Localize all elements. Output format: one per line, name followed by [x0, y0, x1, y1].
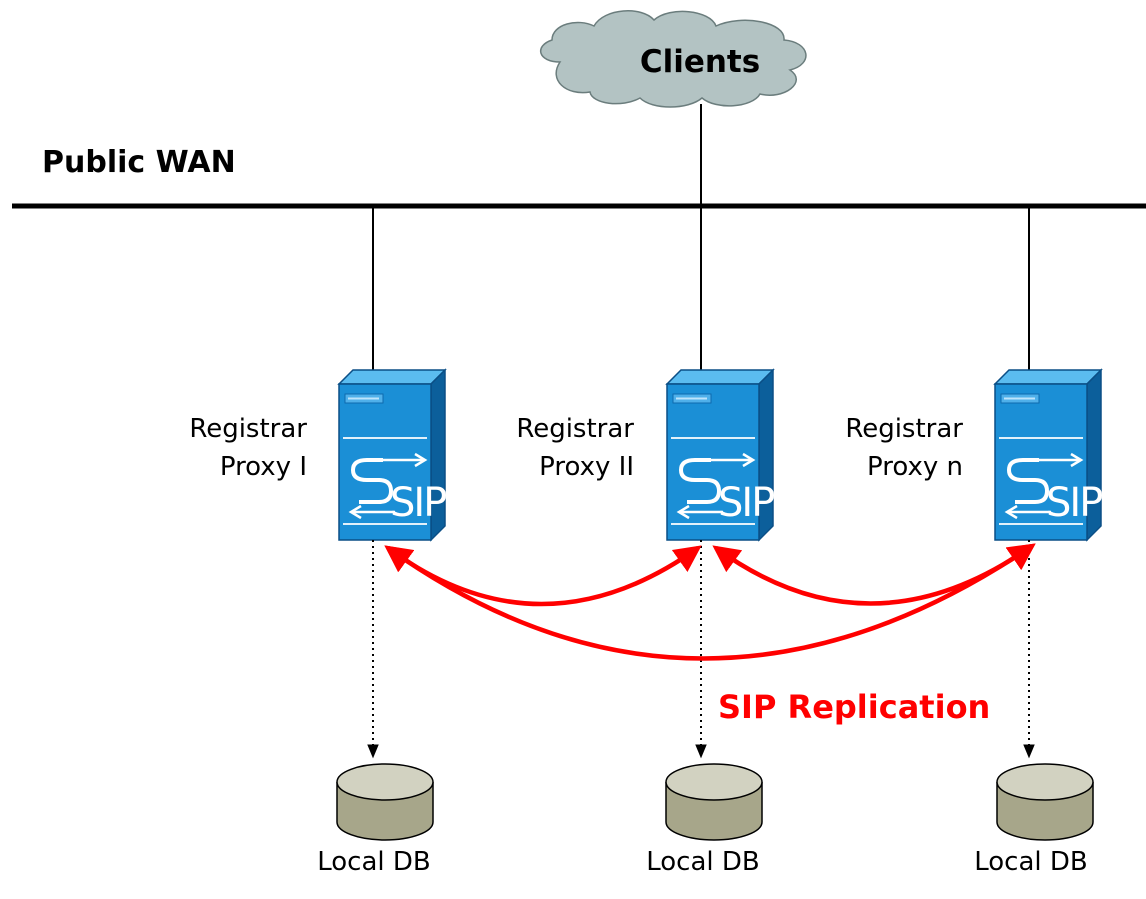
replication-arrow-1-n: [384, 543, 1036, 661]
cloud-icon: [540, 10, 807, 108]
registrar-proxy-2: Registrar Proxy II SIP: [516, 368, 776, 542]
proxy-2-line1: Registrar: [516, 414, 634, 444]
local-db-2: Local DB: [646, 763, 763, 877]
proxy-1-line2: Proxy I: [220, 452, 307, 482]
proxy-1-line1: Registrar: [189, 414, 307, 444]
registrar-proxy-1: Registrar Proxy I SIP: [189, 368, 448, 542]
database-icon: [336, 763, 434, 841]
database-icon: [665, 763, 763, 841]
database-icon: [996, 763, 1094, 841]
local-db-2-label: Local DB: [646, 847, 760, 877]
proxy-2-badge: SIP: [718, 480, 774, 526]
local-db-1: Local DB: [317, 763, 434, 877]
proxy-n-line2: Proxy n: [867, 452, 963, 482]
clients-label: Clients: [640, 44, 760, 80]
registrar-proxy-n: Registrar Proxy n SIP: [845, 368, 1104, 542]
replication-arrows: [384, 543, 1036, 661]
local-db-1-label: Local DB: [317, 847, 431, 877]
proxy-n-badge: SIP: [1046, 480, 1102, 526]
local-db-n: Local DB: [974, 763, 1094, 877]
proxy-2-line2: Proxy II: [539, 452, 634, 482]
proxy-1-badge: SIP: [390, 480, 446, 526]
clients-cloud: Clients: [540, 10, 807, 108]
proxy-n-line1: Registrar: [845, 414, 963, 444]
replication-label: SIP Replication: [718, 688, 990, 726]
public-wan-label: Public WAN: [42, 145, 236, 180]
local-db-n-label: Local DB: [974, 847, 1088, 877]
